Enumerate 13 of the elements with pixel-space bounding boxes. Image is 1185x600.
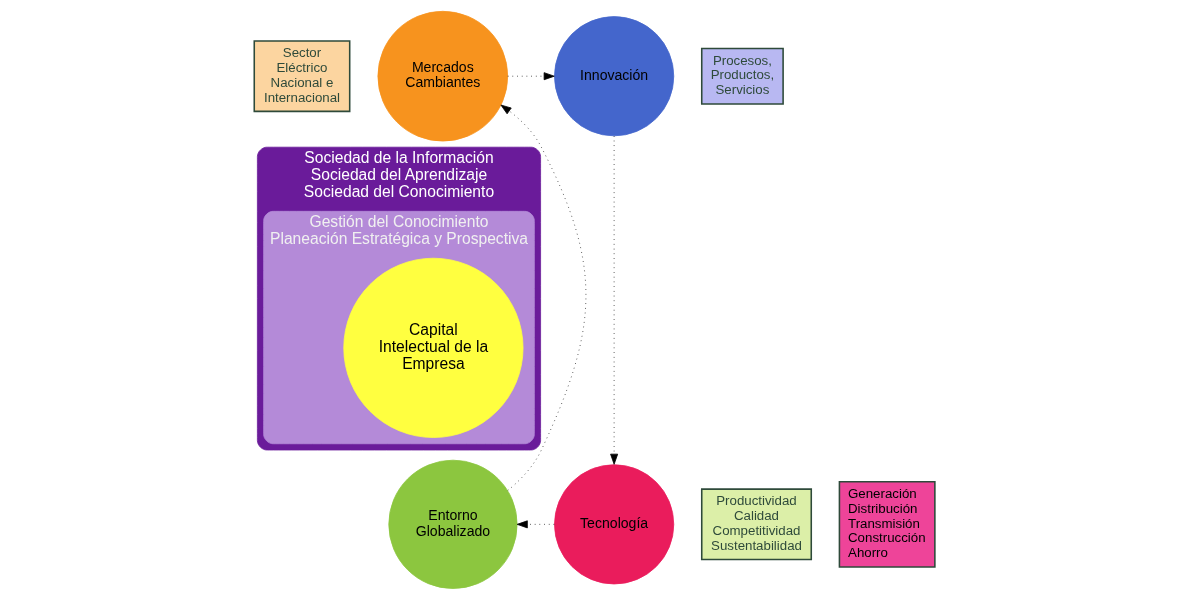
- arrow: [506, 72, 555, 81]
- node-circle: Mercados Cambiantes: [377, 10, 508, 142]
- arrow: [609, 135, 618, 465]
- arrow: [500, 104, 586, 491]
- node-box: Sector Eléctrico Nacional e Internacional: [253, 40, 350, 113]
- arrow: [516, 520, 555, 529]
- node-circle: Entorno Globalizado: [387, 459, 518, 589]
- node-box: Productividad Calidad Competitividad Sustentabilidad: [700, 488, 812, 561]
- node-box: Procesos, Productos, Servicios: [700, 47, 784, 105]
- node-circle: Innovación: [553, 16, 674, 137]
- node-circle: Capital Intelectual de la Empresa: [342, 257, 523, 438]
- node-circle: Tecnología: [553, 464, 674, 585]
- node-box: Generación Distribución Transmisión Construcción Ahorro: [838, 480, 936, 568]
